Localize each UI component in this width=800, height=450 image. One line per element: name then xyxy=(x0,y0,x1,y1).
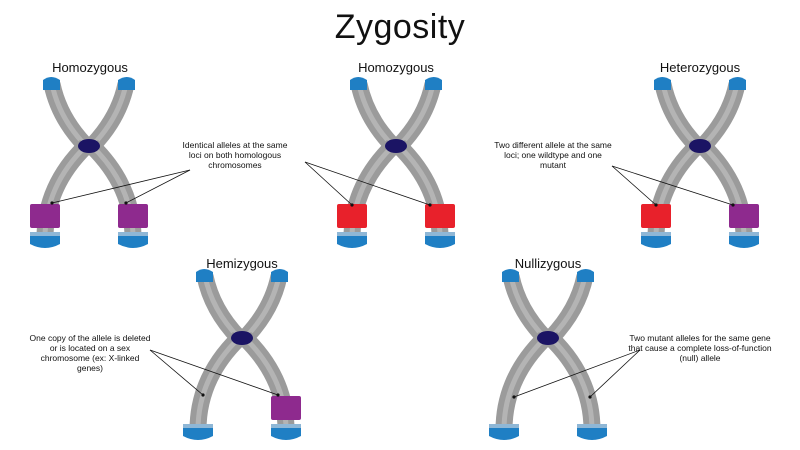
lower-left-arm xyxy=(189,331,246,431)
chromosome-2 xyxy=(337,77,455,248)
panel-title-heterozygous: Heterozygous xyxy=(659,60,741,75)
upper-right-arm-highlight xyxy=(243,275,282,340)
lower-right-telomere xyxy=(577,428,607,440)
lower-left-telomere xyxy=(337,236,367,248)
leader-homozygous-left xyxy=(51,169,191,204)
leader-heterozygous-left xyxy=(611,165,657,206)
centromere xyxy=(537,331,559,345)
lower-left-arm-highlight xyxy=(501,336,547,431)
right-allele-band xyxy=(118,204,148,228)
leader-hemizygous-right xyxy=(149,349,279,396)
upper-left-arm-highlight xyxy=(202,275,241,340)
left-allele-band xyxy=(641,204,671,228)
centromere xyxy=(385,139,407,153)
right-allele-band xyxy=(425,204,455,228)
lower-left-telomere xyxy=(30,236,60,248)
left-telomere-edge xyxy=(489,424,519,428)
leader-homozygous-right xyxy=(125,169,191,204)
leader-nullizygous-right xyxy=(589,349,641,398)
upper-left-telomere xyxy=(43,77,60,90)
upper-right-arm-highlight xyxy=(701,83,740,148)
left-allele-band xyxy=(337,204,367,228)
leader-homozygous-left-dot xyxy=(50,201,54,205)
leader-heterozygous-right-dot xyxy=(731,203,735,207)
chromosome-3 xyxy=(641,77,759,248)
right-allele-band xyxy=(729,204,759,228)
centromere xyxy=(231,331,253,345)
upper-left-arm-highlight xyxy=(49,83,88,148)
leader-homozygous2-right-dot xyxy=(428,203,432,207)
chromosome-5 xyxy=(489,269,607,440)
panel-title-nullizygous: Nullizygous xyxy=(514,256,582,271)
leader-nullizygous-left-dot xyxy=(512,395,516,399)
leader-heterozygous-left-dot xyxy=(654,203,658,207)
left-telomere-edge xyxy=(641,232,671,236)
leader-heterozygous-right xyxy=(611,165,734,206)
upper-left-arm-highlight xyxy=(660,83,699,148)
lower-right-arm xyxy=(544,331,601,431)
centromere xyxy=(78,139,100,153)
upper-right-telomere xyxy=(118,77,135,90)
annotation-nullizygous: Two mutant alleles for the same gene tha… xyxy=(628,333,772,363)
right-telomere-edge xyxy=(271,424,301,428)
upper-right-arm-highlight xyxy=(397,83,436,148)
left-allele-band xyxy=(30,204,60,228)
leader-nullizygous-left xyxy=(513,349,641,398)
upper-left-arm-highlight xyxy=(508,275,547,340)
lower-left-telomere xyxy=(183,428,213,440)
left-telomere-edge xyxy=(30,232,60,236)
lower-left-arm-highlight xyxy=(195,336,241,431)
annotation-homozygous: Identical alleles at the same loci on bo… xyxy=(182,140,288,170)
leader-hemizygous-right-dot xyxy=(276,393,280,397)
leader-nullizygous-right-dot xyxy=(588,395,592,399)
panel-title-hemizygous: Hemizygous xyxy=(206,256,278,271)
lower-right-telomere xyxy=(425,236,455,248)
leader-homozygous2-left xyxy=(304,161,353,206)
leader-hemizygous-left-dot xyxy=(201,393,205,397)
upper-left-telomere xyxy=(196,269,213,282)
centromere xyxy=(689,139,711,153)
upper-right-telomere xyxy=(577,269,594,282)
right-telomere-edge xyxy=(118,232,148,236)
upper-right-telomere xyxy=(271,269,288,282)
chromosome-1 xyxy=(30,77,148,248)
upper-left-telomere xyxy=(654,77,671,90)
leader-hemizygous-left xyxy=(149,349,204,396)
leader-homozygous-right-dot xyxy=(124,201,128,205)
left-telomere-edge xyxy=(337,232,367,236)
right-allele-band xyxy=(271,396,301,420)
annotation-heterozygous: Two different allele at the same loci; o… xyxy=(494,140,612,170)
lower-right-telomere xyxy=(271,428,301,440)
left-telomere-edge xyxy=(183,424,213,428)
lower-right-arm-highlight xyxy=(549,336,595,431)
right-telomere-edge xyxy=(729,232,759,236)
annotation-hemizygous: One copy of the allele is deleted or is … xyxy=(29,333,151,373)
upper-left-telomere xyxy=(350,77,367,90)
right-telomere-edge xyxy=(577,424,607,428)
leader-homozygous2-right xyxy=(304,161,431,206)
upper-right-arm-highlight xyxy=(549,275,588,340)
lower-left-telomere xyxy=(489,428,519,440)
upper-right-arm-highlight xyxy=(90,83,129,148)
lower-right-telomere xyxy=(118,236,148,248)
upper-right-telomere xyxy=(729,77,746,90)
lower-right-telomere xyxy=(729,236,759,248)
upper-left-arm-highlight xyxy=(356,83,395,148)
chromosome-4 xyxy=(183,269,301,440)
panel-title-homozygous-2: Homozygous xyxy=(358,60,434,75)
upper-right-telomere xyxy=(425,77,442,90)
lower-left-arm xyxy=(495,331,552,431)
right-telomere-edge xyxy=(425,232,455,236)
upper-left-telomere xyxy=(502,269,519,282)
diagram-title: Zygosity xyxy=(334,8,466,46)
lower-left-telomere xyxy=(641,236,671,248)
leader-homozygous2-left-dot xyxy=(350,203,354,207)
panel-title-homozygous-1: Homozygous xyxy=(52,60,128,75)
